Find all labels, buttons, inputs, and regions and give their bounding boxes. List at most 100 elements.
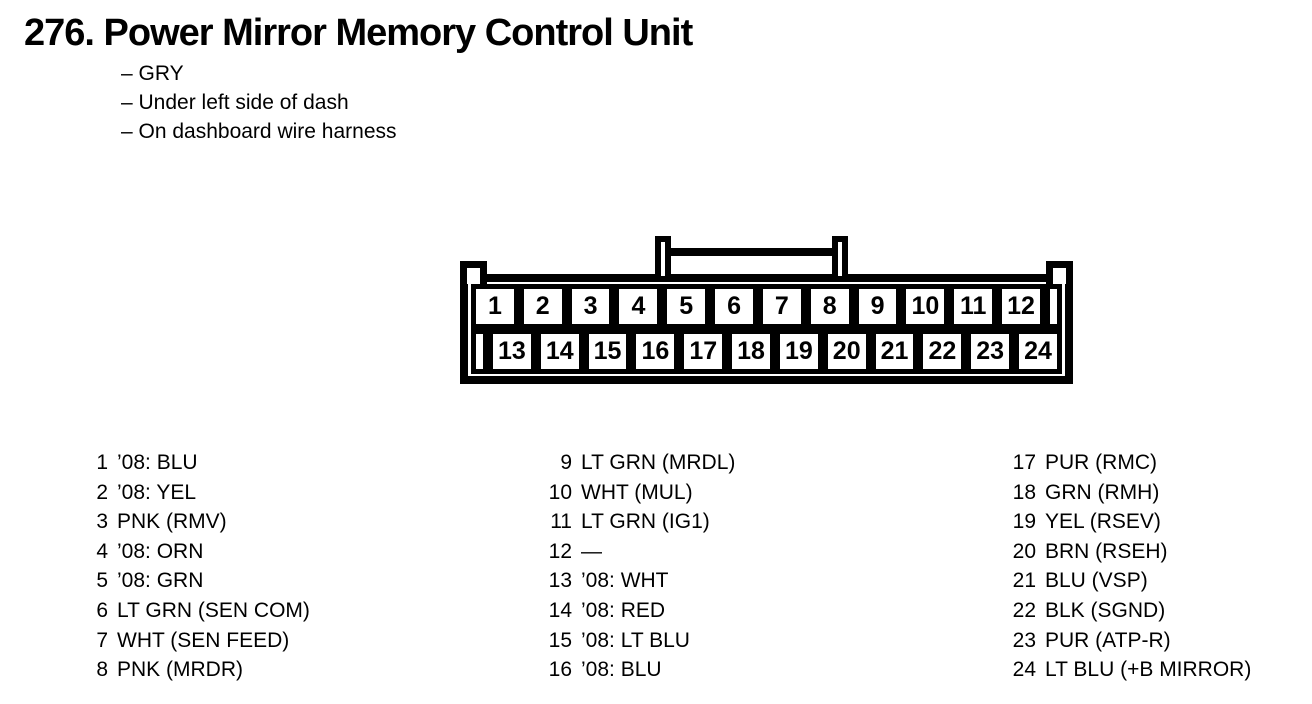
connector-latch-bar	[665, 248, 837, 256]
pin-cell: 18	[727, 329, 775, 374]
pin-entry: 6 LT GRN (SEN COM)	[84, 596, 310, 626]
location-notes: – GRY – Under left side of dash – On dashb…	[121, 59, 397, 146]
pin-cell: 12	[997, 284, 1045, 329]
pin-cell: 19	[774, 329, 823, 374]
pin-number: 5	[96, 569, 108, 593]
pin-description: WHT (SEN FEED)	[117, 628, 290, 652]
pin-number: 1	[96, 451, 108, 474]
pin-description: ’08: RED	[581, 598, 666, 622]
pin-cell: 3	[566, 284, 615, 329]
pin-entry: 21 BLU (VSP)	[1012, 566, 1251, 596]
pin-cell: 22	[918, 329, 967, 374]
pin-number: 22	[1012, 598, 1036, 622]
connector-corner-tab-left	[460, 261, 487, 284]
pin-entry: 12 —	[548, 537, 735, 567]
pin-cell: 24	[1014, 329, 1062, 374]
pin-entry: 13 ’08: WHT	[548, 566, 735, 596]
pin-number: 8	[96, 658, 108, 682]
pin-list-column-1: 1 ’08: BLU 2 ’08: YEL 3 PNK (RMV) 4 ’08:…	[84, 448, 310, 685]
pin-cell: 13	[488, 329, 536, 374]
pin-cell: 7	[757, 284, 806, 329]
pin-entry: 4 ’08: ORN	[84, 537, 310, 567]
pin-entry: 15 ’08: LT BLU	[548, 626, 735, 656]
pin-description: LT GRN (MRDL)	[581, 451, 736, 474]
location-note: – GRY	[121, 62, 184, 85]
pin-number: 21	[1012, 569, 1036, 593]
pin-entry: 23 PUR (ATP-R)	[1012, 626, 1251, 656]
pin-number: 19	[1012, 510, 1036, 534]
pin-description: ’08: ORN	[117, 539, 204, 563]
pin-number: 18	[1012, 480, 1036, 504]
pin-number: 23	[1012, 628, 1036, 652]
pin-number: 15	[548, 628, 572, 652]
pin-description: YEL (RSEV)	[1045, 510, 1161, 534]
pin-entry: 1 ’08: BLU	[84, 448, 310, 478]
pin-description: BLK (SGND)	[1045, 598, 1166, 622]
location-note: – Under left side of dash	[121, 91, 349, 114]
location-note: – On dashboard wire harness	[121, 120, 397, 143]
pin-number: 24	[1012, 658, 1036, 682]
pin-entry: 7 WHT (SEN FEED)	[84, 626, 310, 656]
pin-number: 17	[1012, 451, 1036, 474]
pin-description: ’08: LT BLU	[581, 628, 690, 652]
pin-cell: 11	[949, 284, 998, 329]
pin-entry: 10 WHT (MUL)	[548, 478, 735, 508]
pin-cell: 8	[805, 284, 854, 329]
pin-description: ’08: BLU	[117, 451, 198, 474]
pin-cell: 9	[853, 284, 902, 329]
pin-description: BLU (VSP)	[1045, 569, 1148, 593]
pin-cell: 4	[614, 284, 663, 329]
pin-number: 9	[560, 451, 572, 474]
pin-entry: 9 LT GRN (MRDL)	[548, 448, 735, 478]
connector-latch-post-right	[832, 236, 848, 276]
pin-cell: 10	[901, 284, 950, 329]
pin-cell: 1	[471, 284, 519, 329]
pin-number: 2	[96, 480, 108, 504]
pin-number: 6	[96, 598, 108, 622]
pin-number: 11	[550, 510, 572, 534]
pin-description: ’08: YEL	[117, 480, 197, 504]
pin-number: 3	[96, 510, 108, 534]
pin-cell: 17	[679, 329, 728, 374]
pin-description: PNK (MRDR)	[117, 658, 243, 682]
pin-description: —	[581, 539, 602, 563]
pin-description: PUR (ATP-R)	[1045, 628, 1171, 652]
pin-number: 20	[1012, 539, 1036, 563]
pin-entry: 14 ’08: RED	[548, 596, 735, 626]
pin-cell: 23	[966, 329, 1015, 374]
pin-cell: 2	[518, 284, 567, 329]
pin-entry: 22 BLK (SGND)	[1012, 596, 1251, 626]
pin-number: 13	[548, 569, 572, 593]
pin-cell: 15	[583, 329, 632, 374]
connector-corner-tab-right	[1046, 261, 1073, 284]
pin-description: BRN (RSEH)	[1045, 539, 1168, 563]
pin-entry: 11 LT GRN (IG1)	[548, 507, 735, 537]
connector-latch-post-left	[655, 236, 671, 276]
pin-cell: 14	[535, 329, 584, 374]
pin-description: PUR (RMC)	[1045, 451, 1157, 474]
pin-description: ’08: BLU	[581, 658, 662, 682]
pin-entry: 19 YEL (RSEV)	[1012, 507, 1251, 537]
pin-entry: 8 PNK (MRDR)	[84, 655, 310, 685]
pin-list-column-3: 17 PUR (RMC) 18 GRN (RMH) 19 YEL (RSEV) …	[1012, 448, 1252, 685]
pin-number: 10	[548, 480, 572, 504]
pin-description: LT BLU (+B MIRROR)	[1045, 658, 1252, 682]
pin-entry: 17 PUR (RMC)	[1012, 448, 1251, 478]
pin-cell: 5	[662, 284, 711, 329]
pin-number: 16	[548, 658, 572, 682]
pin-number: 4	[96, 539, 108, 563]
pin-description: LT GRN (SEN COM)	[117, 598, 310, 622]
pin-entry: 20 BRN (RSEH)	[1012, 537, 1251, 567]
pin-number: 7	[96, 628, 108, 652]
pin-entry: 2 ’08: YEL	[84, 478, 310, 508]
pin-description: ’08: GRN	[117, 569, 204, 593]
pin-entry: 18 GRN (RMH)	[1012, 478, 1251, 508]
pin-description: LT GRN (IG1)	[581, 510, 710, 534]
page-title: 276. Power Mirror Memory Control Unit	[24, 12, 693, 54]
pin-list-column-2: 9 LT GRN (MRDL) 10 WHT (MUL) 11 LT GRN (…	[548, 448, 736, 685]
